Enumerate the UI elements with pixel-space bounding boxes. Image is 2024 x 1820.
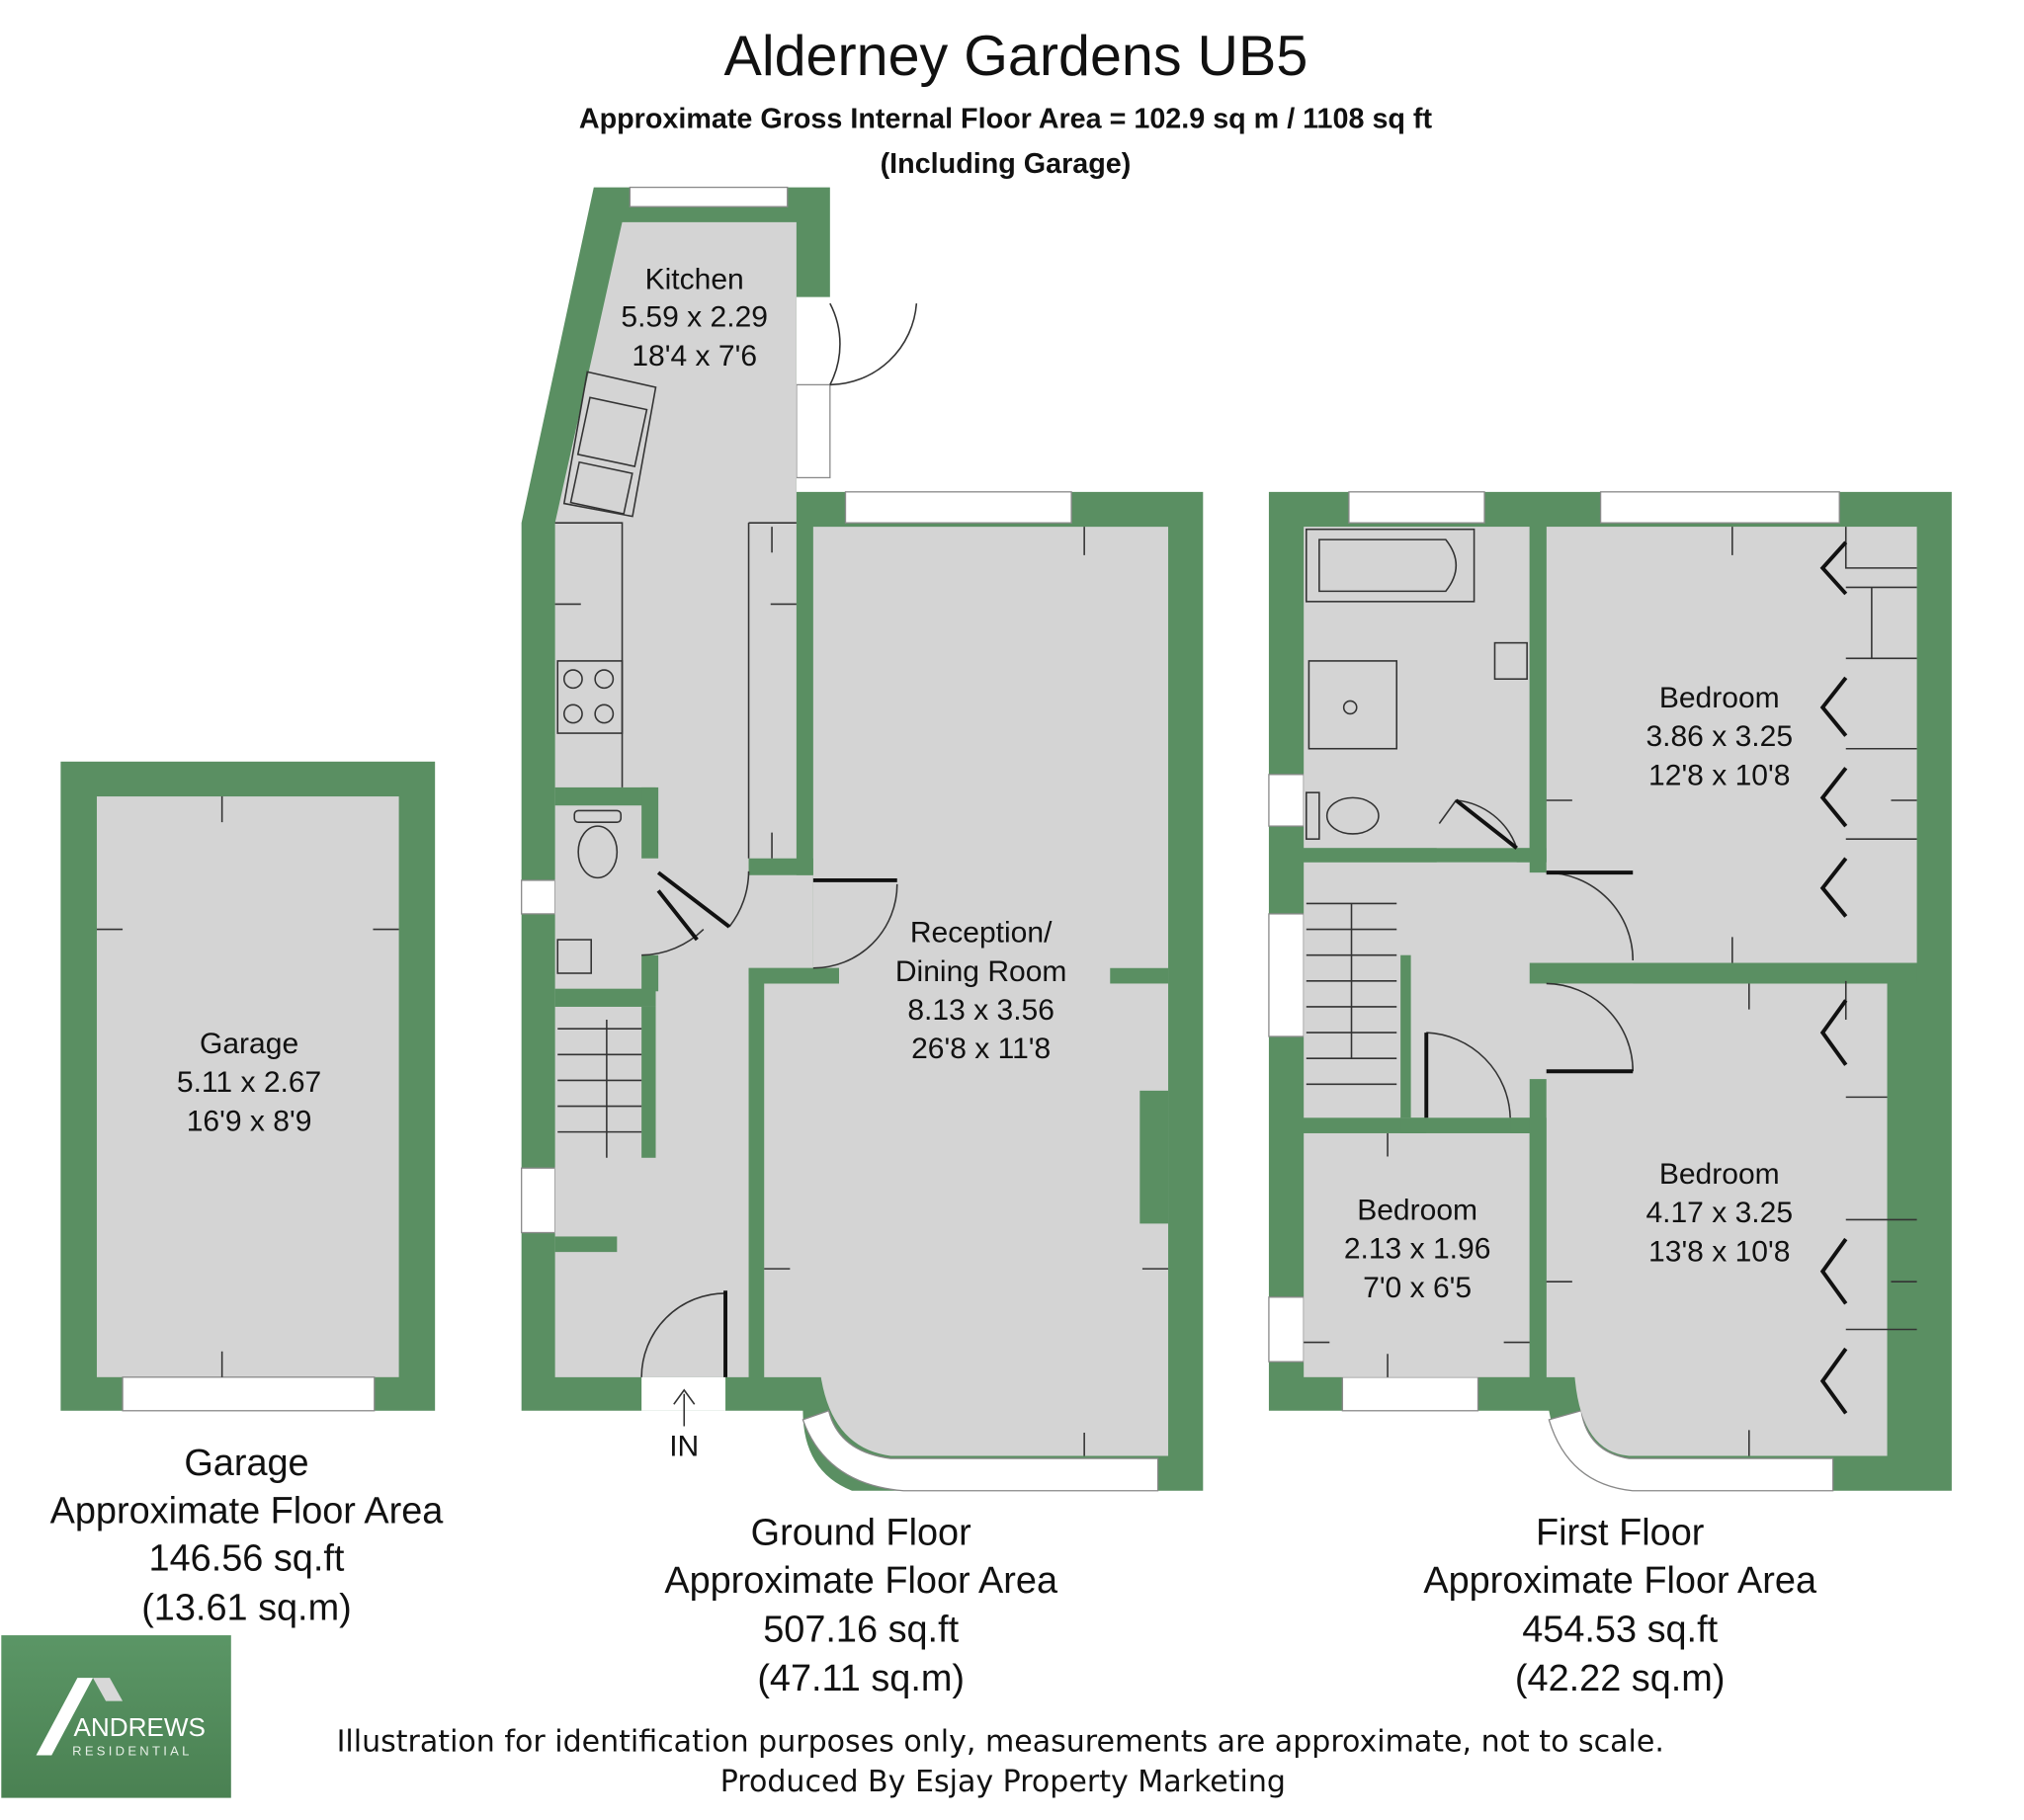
garage-floor-sqft: 146.56 sq.ft bbox=[149, 1538, 345, 1580]
kitchen-name: Kitchen bbox=[645, 264, 744, 296]
garage-floor-sqm: (13.61 sq.m) bbox=[141, 1587, 352, 1628]
ground-floor-plan: Kitchen 5.59 x 2.29 18'4 x 7'6 Reception… bbox=[521, 186, 1204, 1492]
logo-name: ANDREWS bbox=[73, 1712, 205, 1742]
first-floor-sqm: (42.22 sq.m) bbox=[1515, 1658, 1726, 1699]
disclaimer: Illustration for identification purposes… bbox=[337, 1725, 1664, 1760]
bedroom1-metric: 3.86 x 3.25 bbox=[1645, 720, 1793, 753]
first-floor-label: Approximate Floor Area bbox=[1423, 1560, 1817, 1602]
logo-tagline: RESIDENTIAL bbox=[72, 1744, 192, 1759]
first-floor-plan: Bedroom 3.86 x 3.25 12'8 x 10'8 Bedroom … bbox=[1268, 491, 1952, 1492]
reception-imperial: 26'8 x 11'8 bbox=[911, 1033, 1051, 1065]
first-floor-name: First Floor bbox=[1536, 1513, 1704, 1554]
garage-metric: 5.11 x 2.67 bbox=[177, 1066, 321, 1099]
credit: Produced By Esjay Property Marketing bbox=[720, 1765, 1286, 1799]
kitchen-imperial: 18'4 x 7'6 bbox=[632, 340, 757, 372]
ground-floor-name: Ground Floor bbox=[751, 1513, 971, 1554]
garage-area-label: Garage Approximate Floor Area 146.56 sq.… bbox=[50, 1443, 445, 1628]
bedroom2-metric: 4.17 x 3.25 bbox=[1645, 1197, 1793, 1229]
reception-name-2: Dining Room bbox=[895, 955, 1067, 988]
garage-floor-label: Approximate Floor Area bbox=[50, 1490, 445, 1531]
garage-imperial: 16'9 x 8'9 bbox=[187, 1105, 312, 1137]
ground-floor-label: Approximate Floor Area bbox=[664, 1560, 1058, 1602]
bedroom3-imperial: 7'0 x 6'5 bbox=[1363, 1272, 1472, 1304]
first-floor-sqft: 454.53 sq.ft bbox=[1522, 1610, 1718, 1651]
bedroom2-imperial: 13'8 x 10'8 bbox=[1648, 1235, 1790, 1268]
bedroom1-name: Bedroom bbox=[1659, 682, 1780, 714]
gross-area: Approximate Gross Internal Floor Area = … bbox=[579, 103, 1433, 134]
entrance-label: IN bbox=[669, 1430, 699, 1462]
bedroom1-imperial: 12'8 x 10'8 bbox=[1648, 759, 1790, 791]
kitchen-metric: 5.59 x 2.29 bbox=[621, 301, 768, 334]
gross-area-note: (Including Garage) bbox=[881, 148, 1132, 180]
ground-floor-sqm: (47.11 sq.m) bbox=[757, 1658, 965, 1699]
reception-name-1: Reception/ bbox=[910, 917, 1053, 950]
ground-area-label: Ground Floor Approximate Floor Area 507.… bbox=[664, 1513, 1058, 1700]
bedroom3-metric: 2.13 x 1.96 bbox=[1344, 1233, 1491, 1266]
bedroom2-name: Bedroom bbox=[1659, 1158, 1780, 1191]
garage-name: Garage bbox=[200, 1028, 298, 1060]
page-title: Alderney Gardens UB5 bbox=[724, 25, 1308, 88]
reception-metric: 8.13 x 3.56 bbox=[907, 994, 1054, 1027]
garage-floor-name: Garage bbox=[184, 1443, 308, 1484]
first-area-label: First Floor Approximate Floor Area 454.5… bbox=[1423, 1513, 1817, 1700]
garage-plan: Garage 5.11 x 2.67 16'9 x 8'9 bbox=[60, 761, 436, 1412]
bedroom3-name: Bedroom bbox=[1357, 1194, 1477, 1226]
ground-floor-sqft: 507.16 sq.ft bbox=[763, 1610, 959, 1651]
andrews-residential-logo: ANDREWS RESIDENTIAL bbox=[1, 1635, 231, 1798]
